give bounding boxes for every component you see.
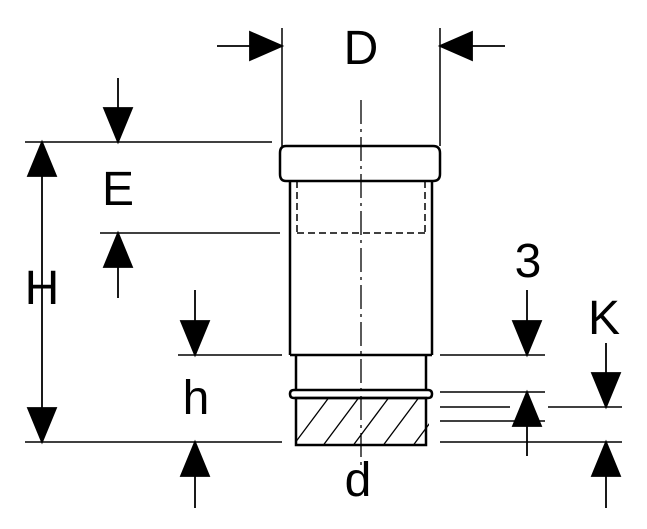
- D-left-arrow: [217, 30, 285, 62]
- fitting-body: [278, 144, 442, 447]
- label-H: H: [25, 262, 60, 315]
- E-bottom-arrow: [102, 230, 134, 298]
- three-bottom-arrow: [511, 389, 543, 456]
- label-3: 3: [515, 235, 542, 288]
- section-hatching: [296, 398, 429, 445]
- socket-rim: [278, 144, 442, 183]
- label-E: E: [102, 163, 134, 216]
- dimension-labels: D E H 3 K h d: [25, 22, 620, 507]
- label-D: D: [344, 22, 379, 75]
- extension-lines: [25, 28, 622, 443]
- K-top-arrow: [590, 343, 622, 410]
- label-h: h: [183, 372, 210, 425]
- spigot-ring: [288, 388, 434, 400]
- dimension-arrows: [26, 30, 622, 508]
- label-K: K: [588, 292, 620, 345]
- three-top-arrow: [511, 290, 543, 358]
- H-arrow: [26, 139, 58, 445]
- h-top-arrow: [179, 290, 211, 358]
- h-bottom-arrow: [179, 439, 211, 508]
- E-top-arrow: [102, 78, 134, 145]
- hidden-lines: [296, 181, 426, 234]
- K-bottom-arrow: [590, 439, 622, 508]
- D-right-arrow: [437, 30, 505, 62]
- label-d: d: [345, 454, 372, 507]
